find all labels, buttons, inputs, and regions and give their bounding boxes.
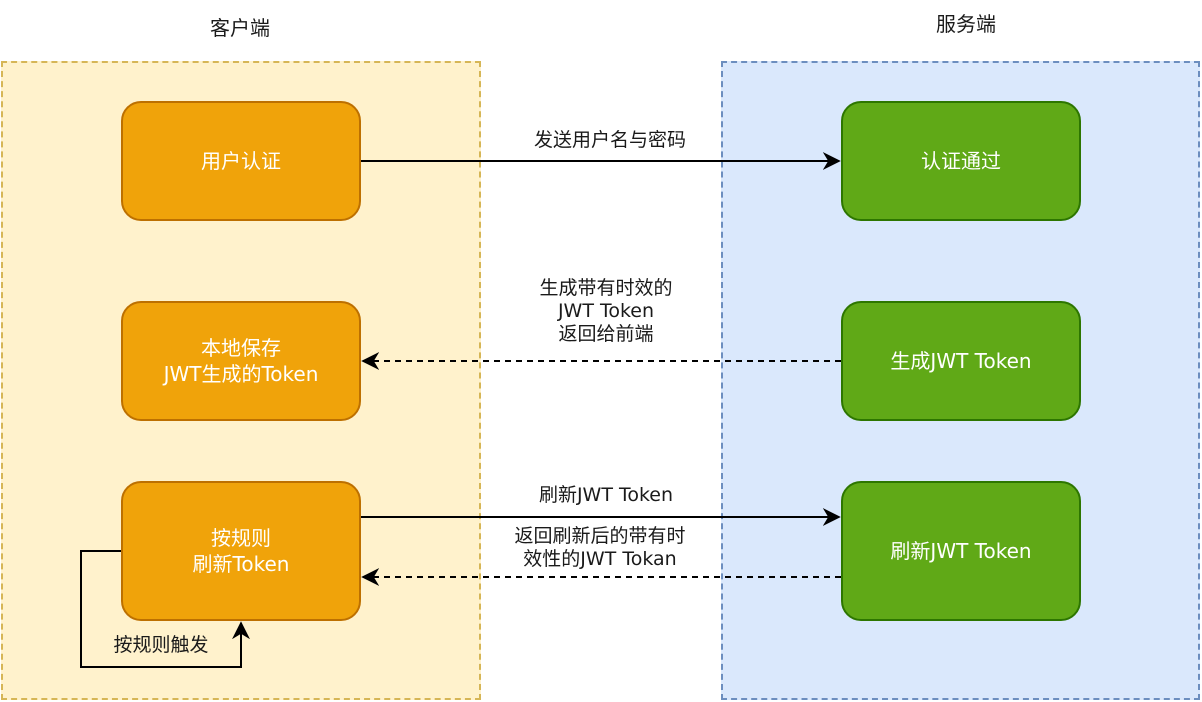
edge-label-rule-trigger: 按规则触发 bbox=[113, 634, 209, 656]
server-title: 服务端 bbox=[936, 12, 996, 36]
node-generate-jwt[interactable]: 生成JWT Token bbox=[841, 301, 1081, 421]
edge-label-send-credentials: 发送用户名与密码 bbox=[533, 129, 686, 151]
edge-label-return-token: 生成带有时效的 JWT Token 返回给前端 bbox=[539, 277, 673, 345]
node-auth-passed[interactable]: 认证通过 bbox=[841, 101, 1081, 221]
client-title: 客户端 bbox=[210, 16, 270, 40]
edge-label-refresh-request: 刷新JWT Token bbox=[538, 484, 674, 506]
node-save-token-locally[interactable]: 本地保存 JWT生成的Token bbox=[121, 301, 361, 421]
node-refresh-token-by-rule[interactable]: 按规则 刷新Token bbox=[121, 481, 361, 621]
edge-label-refresh-return: 返回刷新后的带有时 效性的JWT Tokan bbox=[514, 525, 686, 570]
node-user-auth[interactable]: 用户认证 bbox=[121, 101, 361, 221]
node-refresh-jwt[interactable]: 刷新JWT Token bbox=[841, 481, 1081, 621]
edge-rule-trigger-loop bbox=[80, 550, 250, 668]
